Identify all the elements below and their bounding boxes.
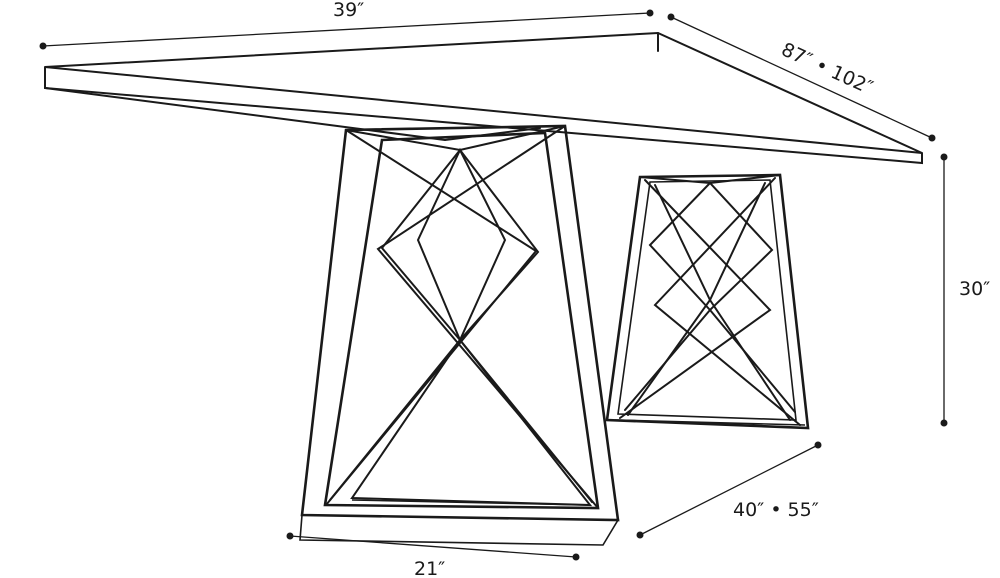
leg-spread-label: 40″ • 55″ xyxy=(733,499,819,521)
length-label: 87″ • 102″ xyxy=(778,39,876,100)
width-dimension xyxy=(39,9,654,50)
base-width-label: 21″ xyxy=(414,558,445,578)
length-dimension xyxy=(667,13,936,142)
base-width-dimension xyxy=(286,532,580,561)
front-table-leg xyxy=(299,124,620,546)
leg-spread-dimension xyxy=(636,441,822,539)
top-width-label: 39″ xyxy=(333,0,364,21)
back-table-leg xyxy=(605,173,810,430)
table-top xyxy=(44,31,923,165)
height-label: 30″ xyxy=(959,278,990,300)
height-dimension xyxy=(940,153,948,427)
